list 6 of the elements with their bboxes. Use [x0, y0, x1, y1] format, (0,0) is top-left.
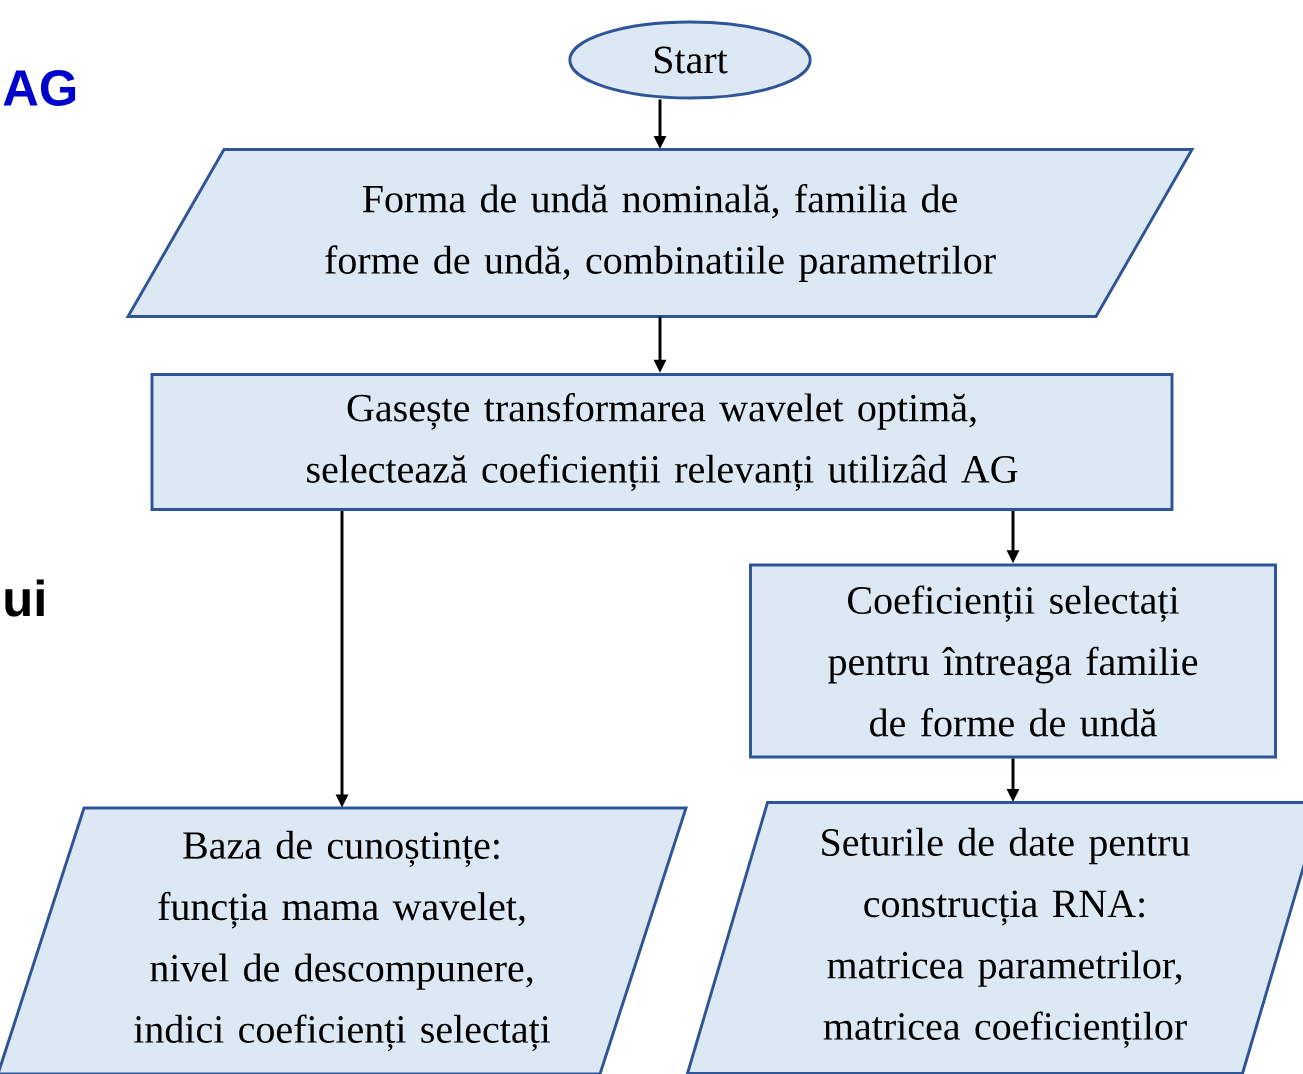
- start-oval: Start: [568, 20, 812, 100]
- side-text: ui: [5, 579, 44, 617]
- process-box: Gasește transformarea wavelet optimă, selectează coeficienții relevanți utilizâd AG: [150, 373, 1174, 511]
- data-parallelogram: Baza de cunoștințe: funcția mama wavelet, nivel de descompunere, indici coeficienți selectați: [0, 806, 689, 1074]
- process-box: Coeficienții selectați pentru întreaga familie de forme de undă: [749, 563, 1277, 759]
- side-text: AG: [3, 70, 76, 106]
